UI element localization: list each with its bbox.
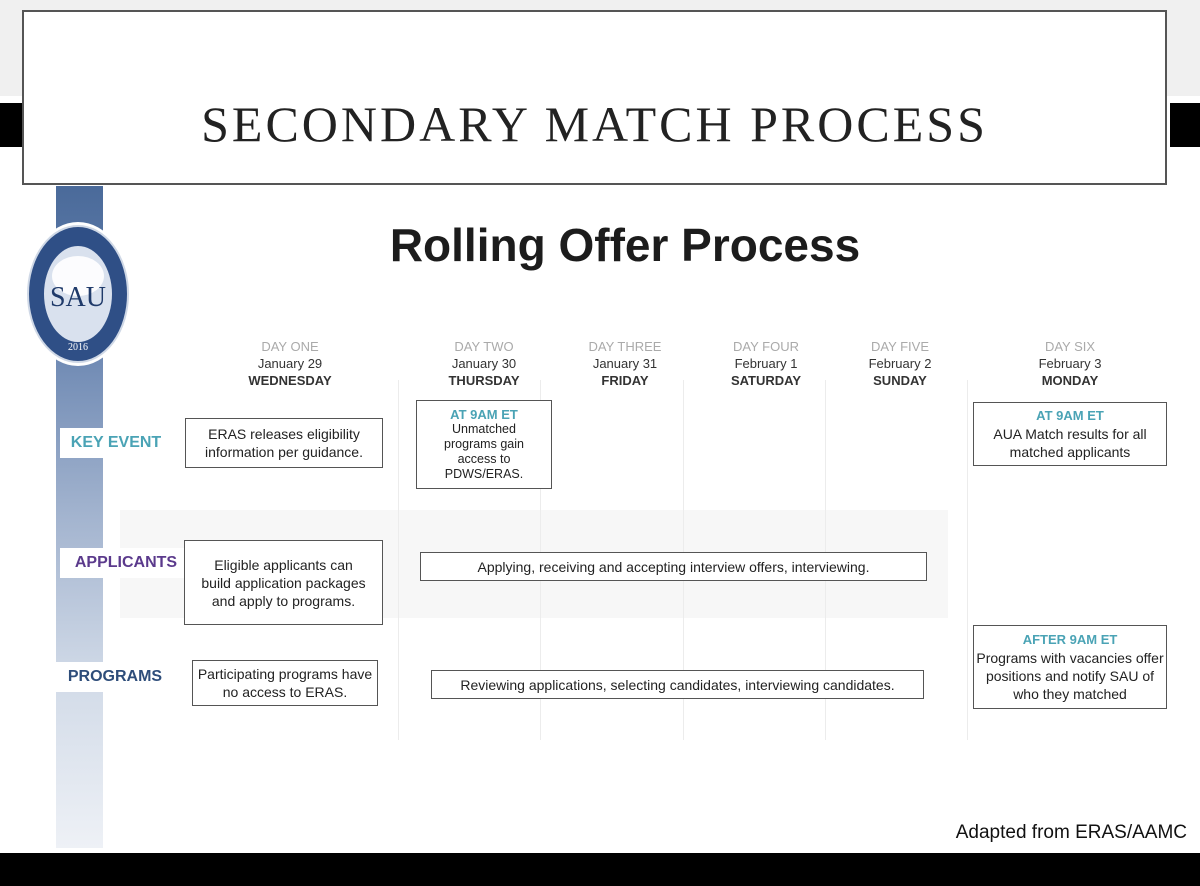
grid-line	[398, 380, 399, 740]
title-box: SECONDARY MATCH PROCESS	[22, 10, 1167, 185]
sau-logo: SAU 2016	[25, 222, 131, 366]
day-date: February 2	[868, 356, 932, 371]
header-band-left	[0, 103, 24, 147]
box-text: Eligible applicants can build applicatio…	[201, 556, 366, 609]
day-weekday: FRIDAY	[601, 373, 649, 388]
day-weekday: THURSDAY	[448, 373, 520, 388]
source-note: Adapted from ERAS/AAMC	[955, 822, 1187, 843]
day-weekday: MONDAY	[1041, 373, 1099, 388]
day-header: DAY THREE January 31 FRIDAY	[555, 338, 695, 389]
day-date: February 1	[734, 356, 798, 371]
day-number: DAY FIVE	[870, 339, 930, 354]
row-label-applicants: APPLICANTS	[60, 548, 192, 578]
box-text: Reviewing applications, selecting candid…	[460, 676, 895, 693]
programs-day6-box: AFTER 9AM ET Programs with vacancies off…	[973, 625, 1167, 709]
key-event-day1-box: ERAS releases eligibility information pe…	[185, 418, 383, 468]
day-date: January 30	[451, 356, 517, 371]
diagram-heading: Rolling Offer Process	[389, 219, 861, 271]
box-text: Participating programs have no access to…	[197, 666, 373, 700]
day-header: DAY FIVE February 2 SUNDAY	[830, 338, 970, 389]
day-date: February 3	[1038, 356, 1102, 371]
day-number: DAY FOUR	[733, 339, 799, 354]
row-label-key-event: KEY EVENT	[60, 428, 172, 458]
logo-year: 2016	[68, 342, 88, 353]
row-label-programs: PROGRAMS	[56, 662, 174, 692]
day-date: January 31	[592, 356, 658, 371]
key-event-day2-box: AT 9AM ET Unmatched programs gain access…	[416, 400, 552, 489]
day-number: DAY THREE	[588, 339, 662, 354]
applicants-span-box: Applying, receiving and accepting interv…	[420, 552, 927, 581]
day-weekday: SUNDAY	[873, 373, 927, 388]
programs-day1-box: Participating programs have no access to…	[192, 660, 378, 706]
day-header: DAY FOUR February 1 SATURDAY	[696, 338, 836, 389]
day-header: DAY TWO January 30 THURSDAY	[414, 338, 554, 389]
slide-title: SECONDARY MATCH PROCESS	[201, 96, 988, 152]
box-text: AUA Match results for all matched applic…	[993, 426, 1147, 460]
applicants-day1-box: Eligible applicants can build applicatio…	[184, 540, 383, 625]
grid-line	[967, 380, 968, 740]
time-label: AT 9AM ET	[1036, 408, 1104, 423]
time-label: AFTER 9AM ET	[1022, 632, 1118, 647]
box-text: Unmatched programs gain access to PDWS/E…	[444, 422, 524, 481]
header-band-right	[1170, 103, 1200, 147]
day-weekday: SATURDAY	[730, 373, 802, 388]
programs-span-box: Reviewing applications, selecting candid…	[431, 670, 924, 699]
bottom-band	[0, 853, 1200, 886]
box-text: ERAS releases eligibility information pe…	[205, 426, 363, 460]
day-weekday: WEDNESDAY	[248, 373, 332, 388]
time-label: AT 9AM ET	[450, 407, 518, 422]
key-event-day6-box: AT 9AM ET AUA Match results for all matc…	[973, 402, 1167, 466]
logo-text: SAU	[50, 282, 106, 313]
day-date: January 29	[257, 356, 323, 371]
day-number: DAY ONE	[261, 339, 319, 354]
day-number: DAY SIX	[1044, 339, 1096, 354]
day-header: DAY ONE January 29 WEDNESDAY	[210, 338, 370, 389]
box-text: Programs with vacancies offer positions …	[976, 650, 1164, 702]
day-number: DAY TWO	[454, 339, 514, 354]
box-text: Applying, receiving and accepting interv…	[477, 558, 870, 575]
day-header: DAY SIX February 3 MONDAY	[1000, 338, 1140, 389]
